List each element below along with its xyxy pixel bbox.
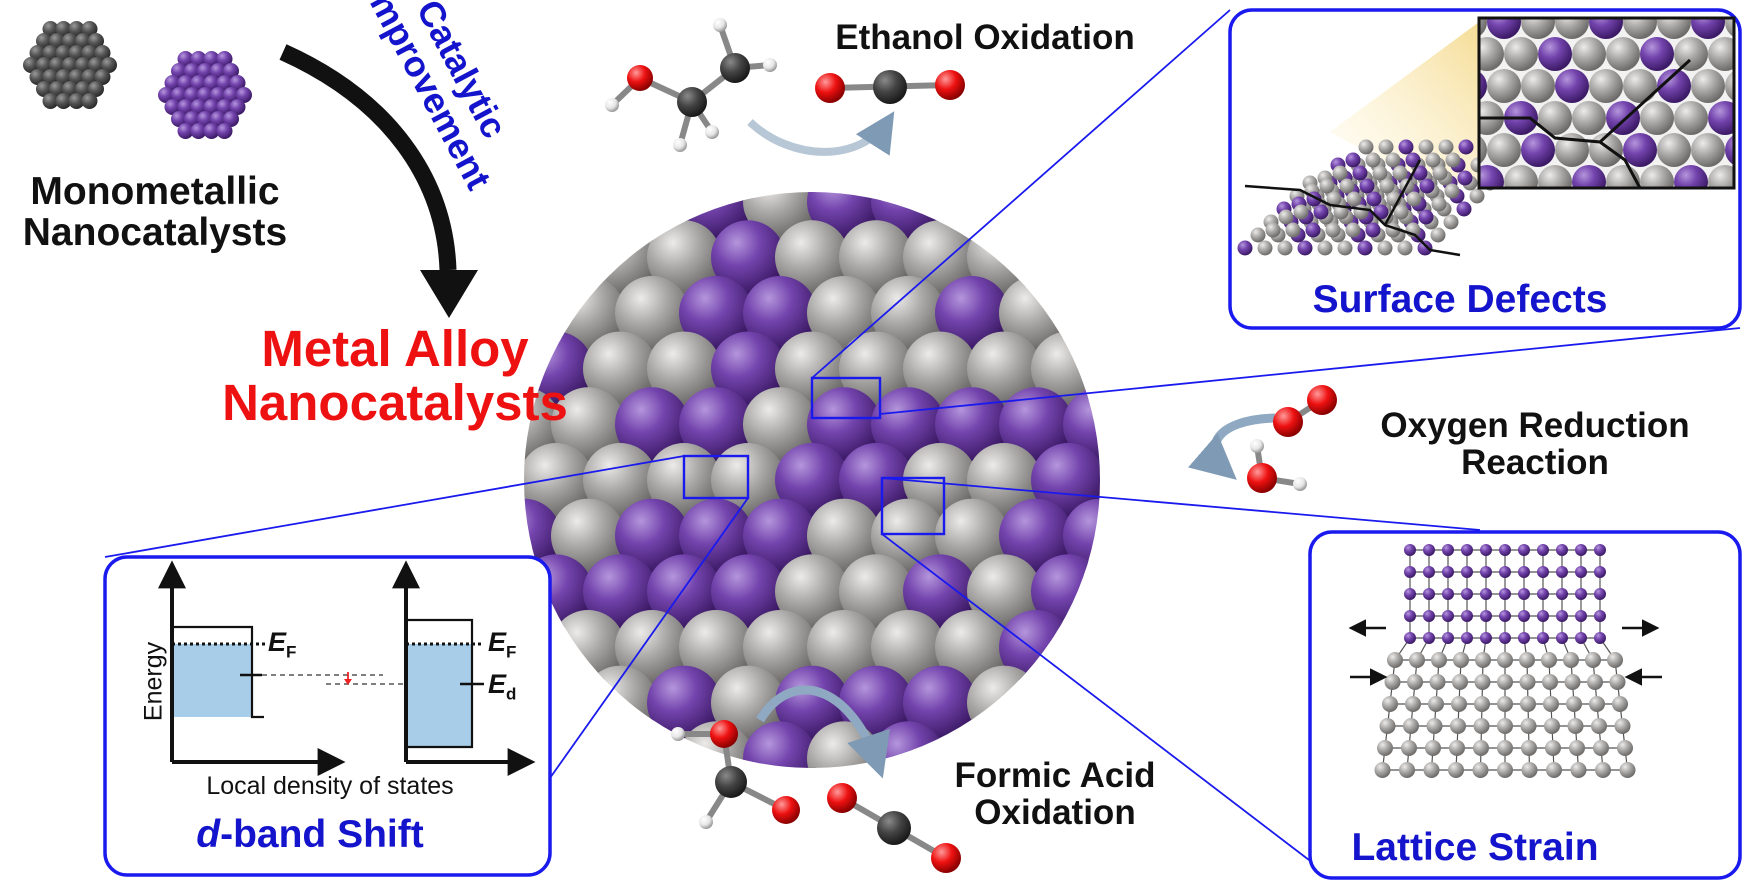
alloy-nanoparticle [524,192,1100,768]
ethanol-oxidation-label: Ethanol Oxidation [835,18,1135,57]
d-band-chart-right [392,560,536,776]
d-band-center-label: Ed [488,669,517,704]
catalytic-improvement-arrow [279,44,457,271]
d-band-title: d-band Shift [140,813,480,856]
fermi-level-left: EF [268,627,297,662]
d-band-title-rest: -band Shift [220,813,424,856]
fermi-level-right: EF [488,627,517,662]
surface-defects-slab [1237,139,1498,257]
orr-curved-arrow [1188,413,1276,480]
formic-acid-label: Formic Acid Oxidation [954,756,1156,832]
energy-axis-label: Energy [139,641,168,722]
formic-curved-arrow [756,685,890,779]
ldos-axis-label: Local density of states [206,772,454,800]
zoom-box-lattice-strain [880,476,946,536]
zoom-connector-lines [104,9,1741,877]
zoom-box-surface-defects [810,376,882,420]
metal-alloy-title: Metal Alloy Nanocatalysts [222,320,568,431]
d-band-shift-guides [262,672,405,685]
monometallic-grey-cluster [23,21,117,109]
zoom-box-d-band [682,454,750,500]
d-band-chart-left [158,560,346,776]
d-band-title-italic: d [196,813,221,856]
catalytic-improvement-arrowhead [420,270,478,318]
monometallic-purple-cluster [158,51,252,139]
ethanol-curved-arrow [747,111,895,156]
molecule-models [605,18,1337,873]
d-band-panel [103,555,552,877]
strain-arrows [1348,619,1662,686]
surface-defects-title: Surface Defects [1312,278,1608,321]
lattice-strain-title: Lattice Strain [1351,826,1599,869]
surface-defects-inset-frame [1477,16,1736,190]
monometallic-label: Monometallic Nanocatalysts [22,170,288,254]
surface-defects-inset [1479,18,1734,188]
oxygen-reduction-label: Oxygen Reduction Reaction [1380,406,1690,482]
lattice-strain-diagram [1374,544,1636,778]
